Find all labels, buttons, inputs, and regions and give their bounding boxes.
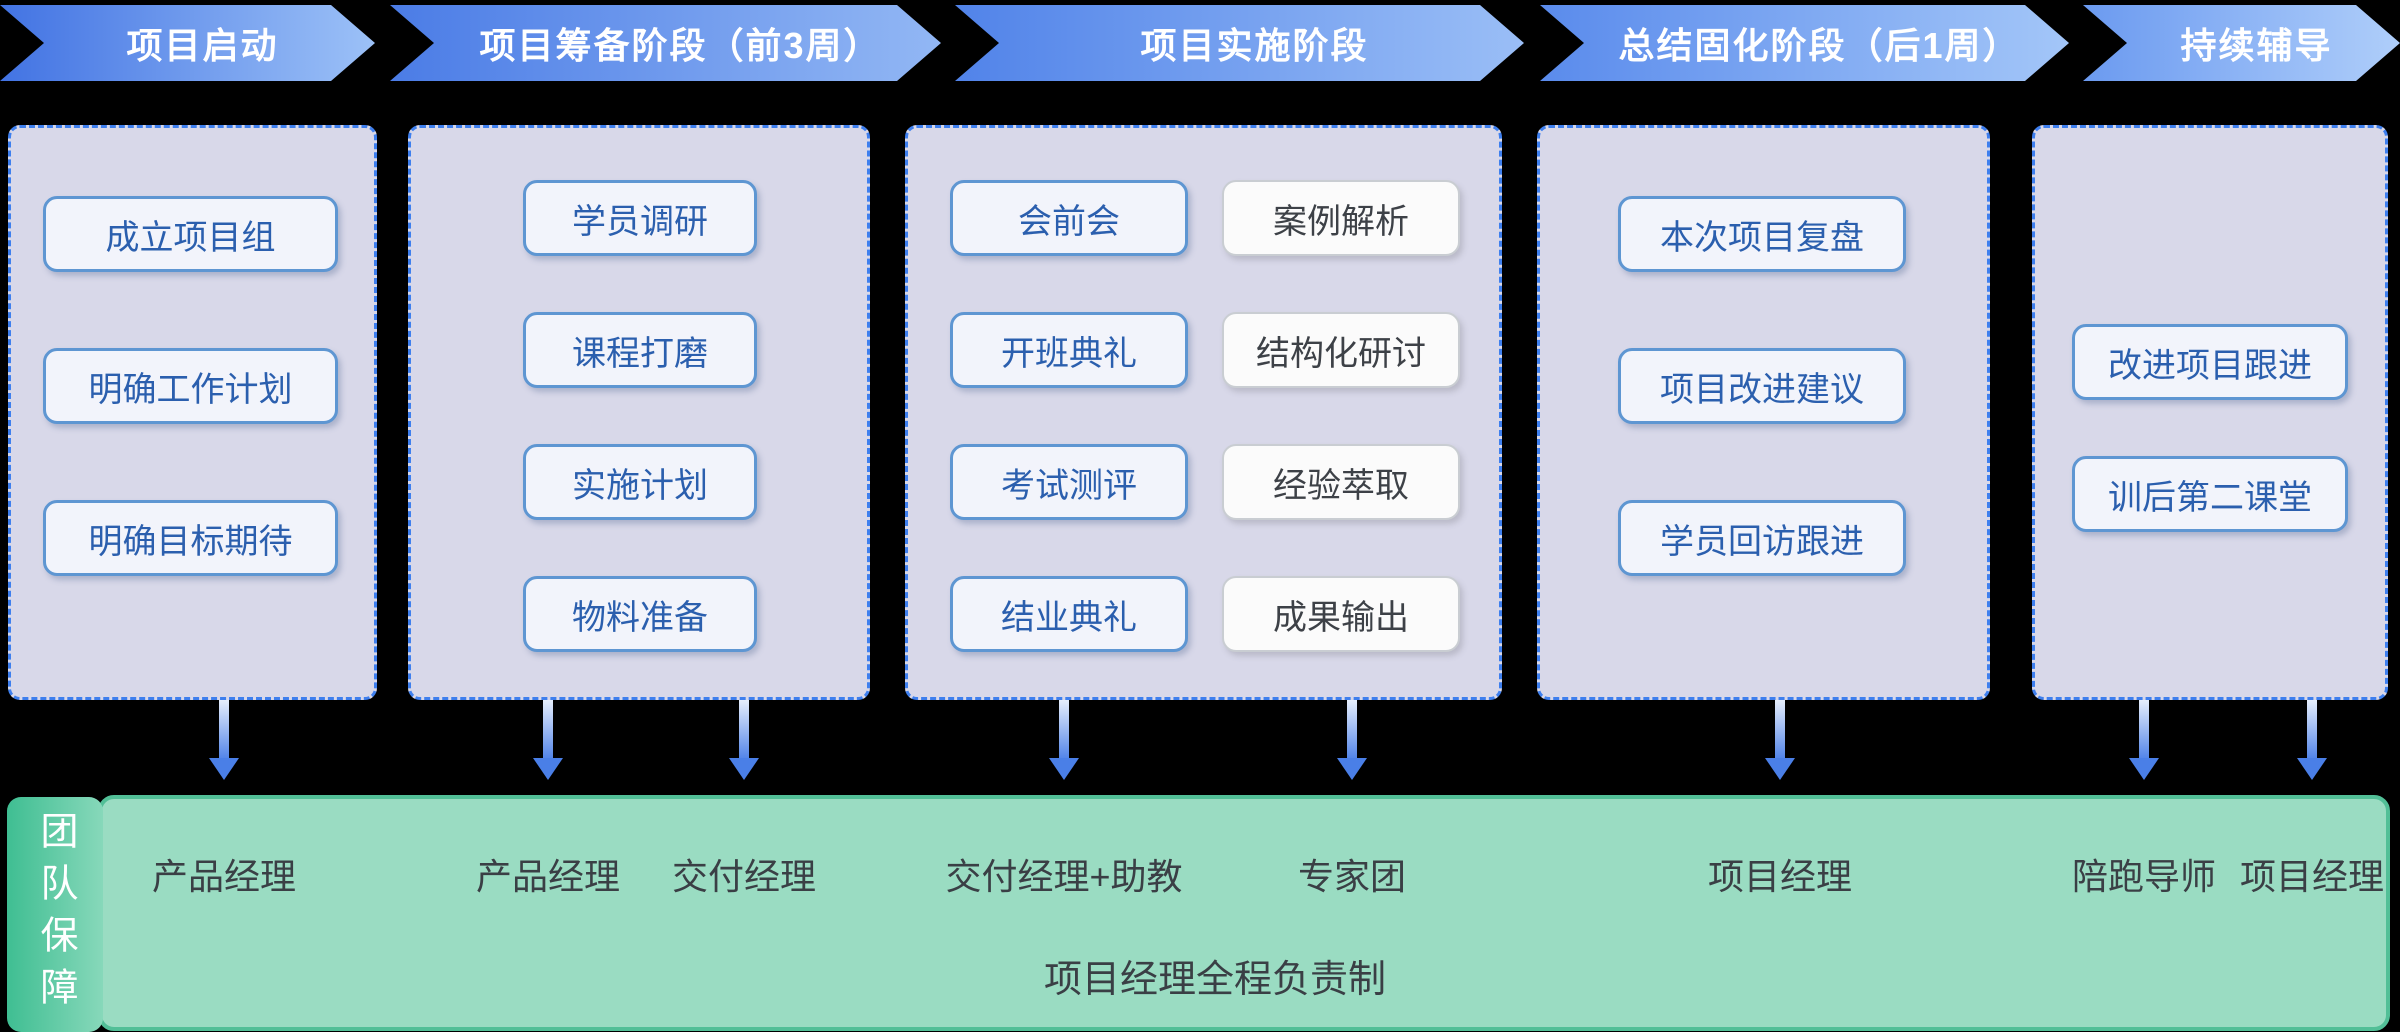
task-label: 课程打磨 (572, 334, 708, 373)
down-arrow-icon (729, 700, 759, 780)
task-item: 会前会 (950, 180, 1188, 256)
stage-chevron-2: 项目筹备阶段（前3周） (390, 5, 941, 81)
task-item-secondary: 案例解析 (1222, 180, 1460, 256)
task-item: 训后第二课堂 (2072, 456, 2348, 532)
task-item: 结业典礼 (950, 576, 1188, 652)
task-label: 成立项目组 (105, 218, 276, 257)
task-label: 案例解析 (1273, 202, 1409, 241)
task-label: 物料准备 (572, 598, 708, 637)
stage-label: 持续辅导 (2180, 25, 2333, 66)
down-arrow-icon (209, 700, 239, 780)
down-arrow-icon (1765, 700, 1795, 780)
task-item: 明确目标期待 (43, 500, 338, 576)
task-item: 学员调研 (523, 180, 757, 256)
task-label: 考试测评 (1001, 466, 1137, 505)
team-guarantee-bar (98, 795, 2390, 1031)
task-label: 实施计划 (572, 466, 708, 505)
task-item: 明确工作计划 (43, 348, 338, 424)
role-label: 项目经理 (1707, 856, 1853, 897)
task-label: 训后第二课堂 (2108, 478, 2312, 517)
role-label: 陪跑导师 (2071, 856, 2217, 897)
phase-box-5 (2032, 125, 2388, 700)
task-item-secondary: 经验萃取 (1222, 444, 1460, 520)
stage-label: 项目启动 (126, 25, 279, 66)
role-label: 产品经理 (151, 856, 297, 897)
stage-chevron-1: 项目启动 (0, 5, 375, 81)
role-label: 交付经理+助教 (945, 856, 1183, 897)
task-item: 项目改进建议 (1618, 348, 1906, 424)
role-label: 交付经理 (671, 856, 817, 897)
team-guarantee-tab: 团队保障 (7, 797, 103, 1032)
task-label: 本次项目复盘 (1660, 218, 1864, 257)
task-label: 明确工作计划 (88, 370, 293, 409)
down-arrow-icon (2129, 700, 2159, 780)
task-label: 改进项目跟进 (2108, 346, 2312, 385)
down-arrow-icon (1049, 700, 1079, 780)
task-label: 明确目标期待 (88, 522, 293, 561)
stage-label: 项目筹备阶段（前3周） (479, 25, 882, 66)
team-note: 项目经理全程负责制 (1043, 959, 1387, 1001)
task-item: 学员回访跟进 (1618, 500, 1906, 576)
task-item: 本次项目复盘 (1618, 196, 1906, 272)
task-item: 成立项目组 (43, 196, 338, 272)
task-label: 结构化研讨 (1256, 334, 1426, 373)
down-arrow-icon (2297, 700, 2327, 780)
task-label: 学员调研 (572, 202, 708, 241)
task-item: 改进项目跟进 (2072, 324, 2348, 400)
task-item: 开班典礼 (950, 312, 1188, 388)
task-label: 经验萃取 (1273, 466, 1409, 505)
down-arrow-icon (533, 700, 563, 780)
stage-chevron-5: 持续辅导 (2083, 5, 2400, 81)
task-item-secondary: 成果输出 (1222, 576, 1460, 652)
stage-label: 总结固化阶段（后1周） (1618, 25, 2021, 66)
down-arrow-icon (1337, 700, 1367, 780)
task-label: 会前会 (1018, 202, 1120, 241)
task-item: 课程打磨 (523, 312, 757, 388)
task-label: 学员回访跟进 (1660, 522, 1864, 561)
task-item: 考试测评 (950, 444, 1188, 520)
task-label: 项目改进建议 (1660, 370, 1864, 409)
role-label: 专家团 (1297, 856, 1407, 897)
task-label: 结业典礼 (1001, 598, 1137, 637)
task-item: 物料准备 (523, 576, 757, 652)
stage-chevron-4: 总结固化阶段（后1周） (1540, 5, 2069, 81)
role-label: 产品经理 (475, 856, 621, 897)
team-tab-label: 团队保障 (34, 810, 76, 1019)
role-label: 项目经理 (2239, 856, 2385, 897)
task-label: 成果输出 (1273, 598, 1409, 637)
stage-label: 项目实施阶段 (1140, 25, 1369, 66)
stage-chevron-3: 项目实施阶段 (955, 5, 1524, 81)
task-label: 开班典礼 (1001, 334, 1137, 373)
task-item: 实施计划 (523, 444, 757, 520)
task-item-secondary: 结构化研讨 (1222, 312, 1460, 388)
